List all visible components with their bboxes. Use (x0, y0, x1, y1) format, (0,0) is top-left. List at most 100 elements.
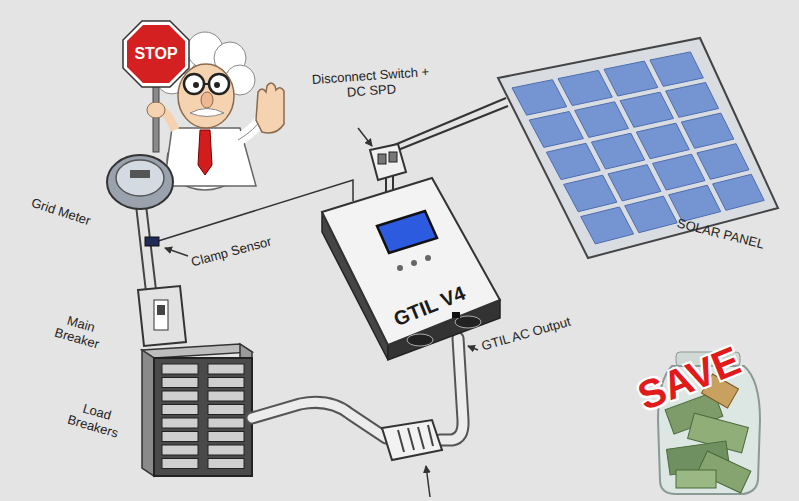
load-panel (142, 344, 252, 476)
main-breaker-part (138, 286, 186, 346)
solar-cell (636, 123, 689, 159)
solar-cell (575, 102, 629, 138)
disconnect-switch-part (378, 154, 386, 164)
solar-cell (653, 154, 706, 190)
breaker (162, 459, 198, 469)
solar-cell (564, 175, 617, 212)
solar-cell (558, 70, 612, 105)
breaker (208, 432, 244, 442)
grid-meter-part (107, 155, 173, 209)
breaker (208, 405, 244, 415)
button (397, 265, 403, 271)
fan (407, 334, 433, 346)
breaker (162, 391, 198, 401)
solar-panel (498, 38, 778, 258)
solar-cell (512, 80, 567, 116)
sign-pole (153, 86, 159, 152)
load-panel-part (142, 344, 252, 358)
money-jar-part (676, 470, 716, 488)
clamp-sensor-part (145, 237, 159, 246)
button (411, 260, 417, 266)
dc-wire (392, 98, 508, 150)
disconnect-switch-part (389, 152, 397, 162)
part-label: Main Breaker (45, 308, 113, 354)
solar-cell (650, 52, 703, 86)
inverter-face (322, 178, 500, 345)
solar-cell (713, 174, 765, 210)
solar-cell (620, 92, 673, 127)
breaker (162, 432, 198, 442)
solar-cell (666, 83, 719, 118)
main-breaker (138, 286, 186, 346)
button (425, 255, 431, 261)
professor-figure-part (214, 82, 220, 88)
solar-cell (681, 113, 734, 148)
junction-box-part (418, 427, 424, 449)
breaker (162, 364, 198, 374)
junction-box (382, 420, 442, 460)
professor-figure-part (256, 83, 284, 133)
sign-outline (123, 21, 189, 87)
solar-cell (608, 165, 661, 201)
grid-meter (107, 155, 173, 292)
professor-figure-part (178, 64, 234, 128)
breaker (162, 445, 198, 455)
breaker (208, 364, 244, 374)
solar-cell (669, 185, 721, 221)
grid-meter-part (130, 170, 150, 178)
dc-wire-part (398, 106, 508, 150)
grid-meter-part (136, 205, 146, 292)
part-label: Grid Meter (29, 195, 93, 228)
solar-cell (529, 112, 583, 148)
leader-line (468, 346, 478, 350)
professor-figure-part (204, 83, 209, 85)
lcd-screen (377, 211, 437, 253)
professor-figure-part (209, 74, 229, 94)
stop-sign: STOP (122, 20, 190, 88)
inverter-box: GTIL V4 (318, 172, 508, 367)
junction-box-part (428, 425, 433, 446)
professor-figure-part (184, 74, 204, 94)
panel-cells (512, 52, 764, 244)
solar-cell (591, 133, 644, 169)
junction-box-part (398, 430, 404, 452)
breaker (208, 391, 244, 401)
main-breaker-part (157, 305, 165, 315)
dc-wire-part (392, 98, 506, 146)
ac-conduit-part (252, 402, 386, 438)
grid-meter-part (146, 205, 156, 290)
breaker (208, 445, 244, 455)
main-breaker-part (154, 300, 168, 330)
grid-meter-part (116, 160, 164, 196)
solar-cell (581, 207, 634, 244)
ac-conduit-part (440, 338, 463, 440)
sign-face (127, 25, 185, 83)
breaker (162, 378, 198, 388)
junction-box-part (408, 428, 414, 450)
breaker (208, 459, 244, 469)
ac-conduit-part (252, 402, 386, 438)
leader-line (165, 248, 188, 256)
junction-box-part (382, 420, 442, 460)
load-panel-part (154, 358, 252, 476)
ac-conduit-part (440, 338, 463, 440)
professor-figure-part (198, 130, 212, 175)
solar-panel-part (498, 38, 778, 258)
professor-figure-part (190, 109, 224, 117)
breaker (162, 405, 198, 415)
load-panel-part (142, 350, 154, 476)
part-label: Load Breakers (59, 395, 131, 442)
breaker-rows (162, 364, 244, 469)
solar-cell (625, 196, 678, 233)
professor-figure-part (201, 92, 213, 108)
solar-cell (546, 143, 600, 179)
breaker (208, 378, 244, 388)
node-outline (318, 172, 508, 367)
breaker (208, 418, 244, 428)
ac-connector (452, 312, 460, 318)
leader-line (358, 128, 372, 146)
node-text: STOP (134, 45, 177, 63)
solar-cell (697, 144, 749, 180)
professor-figure-part (193, 82, 199, 88)
